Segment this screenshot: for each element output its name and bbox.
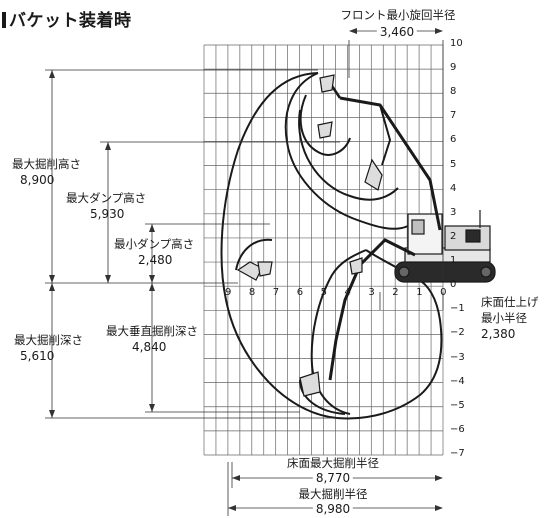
min-dump-height-value: 2,480 (138, 253, 173, 267)
arm-dump (379, 104, 392, 166)
y-tick-label: −7 (450, 448, 465, 459)
dimension-arrows (49, 28, 443, 511)
y-tick-label: −2 (450, 327, 465, 339)
y-tick-label: −4 (450, 375, 465, 387)
min-dump-height-label: 最小ダンプ高さ (114, 237, 195, 251)
cab-window (411, 219, 425, 235)
bucket-near (349, 257, 363, 275)
x-tick-label: 1 (416, 287, 423, 298)
max-dump-height-label: 最大ダンプ高さ (66, 191, 147, 205)
outer-envelope (220, 72, 443, 420)
excavator-illustration (236, 74, 496, 397)
max-dig-height-value: 8,900 (20, 173, 55, 187)
max-dig-depth-label: 最大掘削深さ (14, 333, 83, 347)
title-marker (2, 12, 6, 28)
max-vertical-dig-depth-value: 4,840 (132, 340, 167, 354)
bucket-mid (317, 121, 333, 139)
x-tick-label: 2 (392, 287, 399, 298)
y-tick-label: 9 (450, 62, 457, 74)
y-tick-label: 5 (450, 158, 457, 170)
y-tick-label: 7 (450, 110, 457, 122)
max-reach-value: 8,980 (312, 502, 354, 516)
y-tick-label: 0 (450, 279, 457, 291)
y-tick-label: −1 (450, 303, 465, 315)
inner-envelope-bottom (235, 238, 367, 415)
working-range-envelope (220, 72, 443, 420)
floor-finish-min-radius-value: 2,380 (481, 327, 516, 341)
x-tick-label: 7 (272, 287, 280, 298)
y-tick-label: −5 (450, 399, 465, 411)
max-dig-depth-value: 5,610 (20, 349, 55, 363)
floor-finish-min-radius-label-1: 床面仕上げ (481, 295, 539, 309)
y-tick-label: 8 (450, 86, 457, 98)
x-tick-label: 5 (320, 287, 327, 298)
boom-lowered (328, 238, 416, 381)
excavator-track (394, 261, 496, 283)
boom-raised (339, 96, 442, 231)
max-dump-height-value: 5,930 (90, 207, 125, 221)
bucket-dump (364, 158, 383, 191)
bottom-envelope (299, 379, 346, 415)
track-wheel (398, 266, 410, 278)
y-tick-label: 2 (450, 230, 457, 242)
front-min-swing-radius-value: 3,460 (376, 25, 418, 39)
inner-envelope-mid (299, 94, 351, 156)
max-reach-ground-value: 8,770 (312, 471, 354, 485)
y-tick-label: 3 (450, 206, 457, 218)
bucket-top (319, 74, 335, 93)
max-vertical-dig-depth-label: 最大垂直掘削深さ (106, 324, 198, 338)
bucket-reach-tip (257, 261, 273, 277)
max-reach-label: 最大掘削半径 (298, 487, 368, 501)
inner-envelope-lower (298, 109, 399, 201)
max-dig-height-label: 最大掘削高さ (12, 157, 81, 171)
x-tick-label: 9 (225, 287, 232, 298)
x-tick-label: 0 (440, 287, 447, 298)
x-tick-label: 6 (296, 287, 304, 298)
x-tick-label: 8 (248, 287, 256, 298)
front-min-swing-radius-label: フロント最小旋回半径 (340, 8, 456, 22)
y-tick-label: −3 (450, 351, 465, 363)
inner-envelope-upper (284, 72, 409, 230)
x-tick-label: 3 (368, 287, 375, 298)
x-tick-label: 4 (344, 287, 351, 298)
y-tick-label: −6 (450, 423, 465, 435)
floor-finish-min-radius-label-2: 最小半径 (481, 311, 527, 325)
y-tick-label: 1 (450, 255, 457, 267)
y-tick-label: 10 (450, 38, 463, 49)
counterweight-panel (465, 229, 481, 243)
y-tick-label: 6 (450, 134, 457, 146)
max-reach-ground-label: 床面最大掘削半径 (287, 456, 379, 470)
page-title: バケット装着時 (2, 6, 132, 31)
y-tick-label: 4 (450, 182, 457, 194)
title-text: バケット装着時 (9, 11, 132, 31)
grid (203, 44, 444, 456)
bucket-bottom (299, 371, 321, 397)
track-wheel (480, 266, 492, 278)
